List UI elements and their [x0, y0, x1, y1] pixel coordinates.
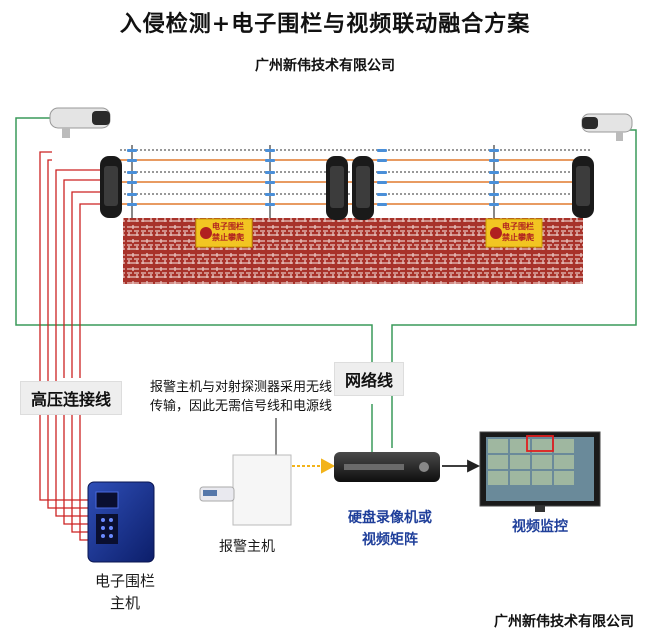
- camera-right-icon: [581, 113, 633, 141]
- beam-detector-center-right: [352, 156, 374, 220]
- beam-detector-center-left: [326, 156, 348, 220]
- fence-host-caption: 电子围栏 主机: [94, 572, 155, 612]
- network-label: 网络线: [334, 362, 405, 396]
- company-name-top: 广州新伟技术有限公司: [255, 58, 395, 74]
- warning-sign-right: [485, 218, 543, 248]
- monitor-caption: 视频监控: [512, 519, 568, 535]
- warning-sign-left-line2: 禁止攀爬: [212, 233, 244, 242]
- warning-sign-right-text: 电子围栏 禁止攀爬: [502, 221, 534, 243]
- nvr-caption: 硬盘录像机或 视频矩阵: [348, 510, 432, 548]
- alarm-host-caption: 报警主机: [219, 539, 275, 555]
- alarm-host-icon: [199, 418, 292, 526]
- fence-posts: [127, 145, 499, 218]
- monitor-icon: [479, 431, 601, 512]
- high-voltage-cabling: [39, 151, 100, 541]
- warning-sign-right-line2: 禁止攀爬: [502, 233, 534, 242]
- electric-fence-host-icon: [87, 481, 155, 563]
- warning-sign-left-text: 电子围栏 禁止攀爬: [212, 221, 244, 243]
- company-name-bottom: 广州新伟技术有限公司: [494, 614, 634, 630]
- wireless-note: 报警主机与对射探测器采用无线传输，因此无需信号线和电源线: [150, 380, 333, 414]
- page-title: 入侵检测+电子围栏与视频联动融合方案: [119, 11, 531, 37]
- beam-detector-right: [572, 156, 594, 218]
- nvr-icon: [334, 452, 440, 482]
- warning-sign-left: [195, 218, 253, 248]
- high-voltage-label: 高压连接线: [20, 381, 123, 415]
- beam-detector-left: [100, 156, 122, 218]
- warning-sign-left-line1: 电子围栏: [212, 222, 244, 231]
- arrow-nvr-to-monitor: [442, 459, 481, 473]
- arrow-alarm-to-nvr: [292, 458, 336, 474]
- warning-sign-right-line1: 电子围栏: [502, 222, 534, 231]
- camera-left-icon: [49, 107, 111, 138]
